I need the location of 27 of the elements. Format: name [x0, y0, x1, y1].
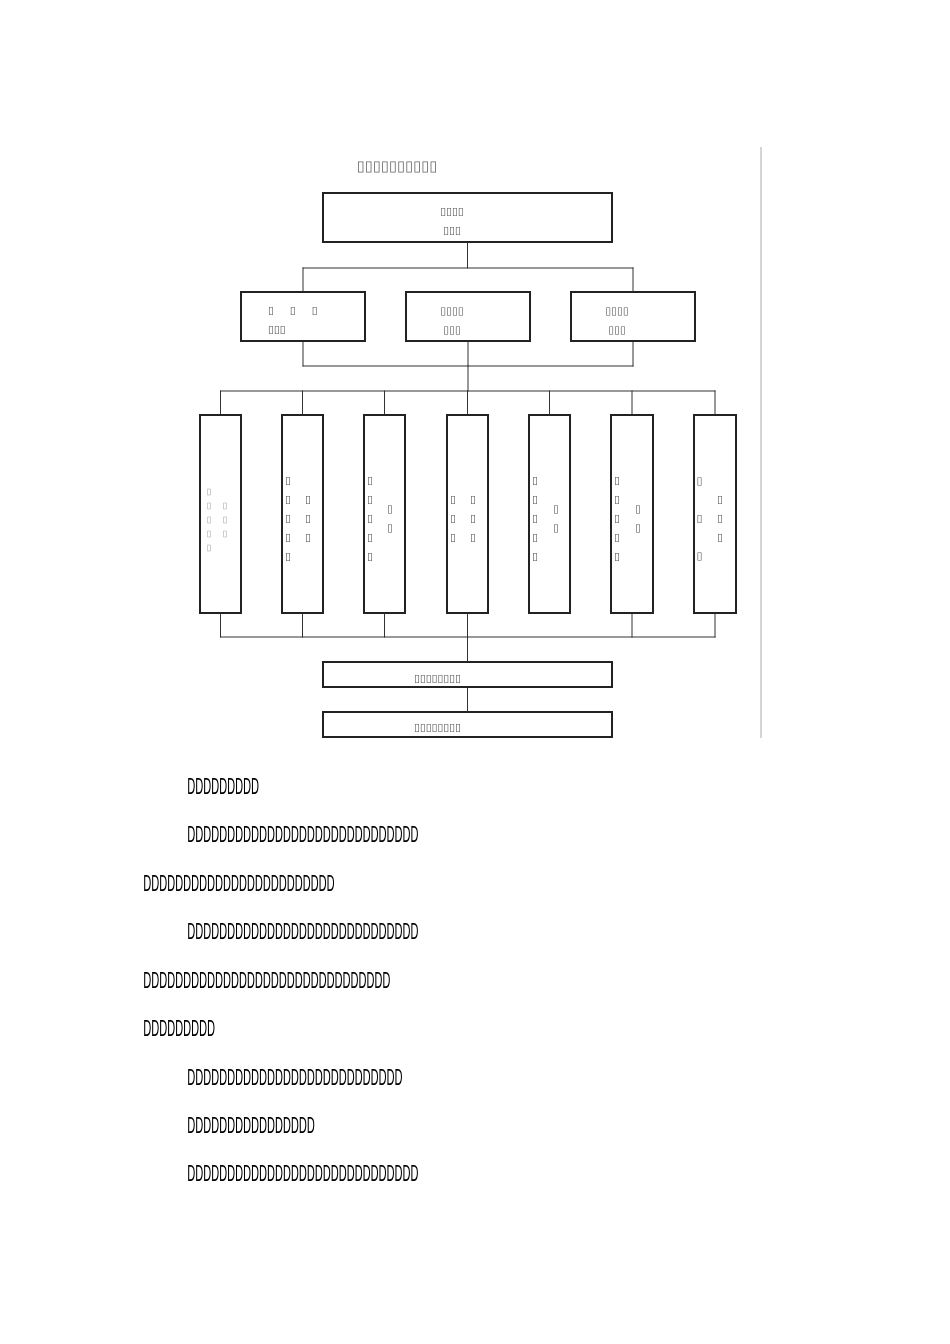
org-box: ▯▯▯▯ ▯▯▯ [570, 291, 696, 342]
vertical-text-box: ▯▯▯▯▯ ▯▯ [528, 414, 571, 614]
vertical-text-box: ▯▯▯▯▯ ▯▯▯ [199, 414, 242, 614]
connector-line [302, 242, 634, 292]
vertical-text-box: ▯▯▯ ▯▯▯ [446, 414, 489, 614]
text-line: DDDDDDDDDDDDDDDD [188, 1117, 315, 1133]
vertical-text-box: ▯ ▯ ▯ ▯▯▯ [693, 414, 737, 614]
org-box: ▯▯▯▯▯▯▯▯ [322, 661, 613, 688]
text-line: DDDDDDDDDDDDDDDDDDDDDDDDDDDDD [188, 923, 418, 939]
vertical-text-box: ▯▯▯▯▯ ▯▯ [610, 414, 654, 614]
text-line: DDDDDDDDDDDDDDDDDDDDDDDDDDDDDDD [144, 972, 390, 988]
org-box: ▯▯▯▯▯▯▯▯ [322, 711, 613, 738]
text-line: DDDDDDDDD [144, 1020, 215, 1036]
org-box: ▯ ▯ ▯ ▯▯▯ [240, 291, 366, 342]
title: ▯▯▯▯▯▯▯▯▯▯ [358, 161, 436, 173]
vertical-text-box: ▯▯▯▯▯ ▯▯▯ [281, 414, 324, 614]
org-box: ▯▯▯▯ ▯▯▯ [405, 291, 531, 342]
text-line: DDDDDDDDDDDDDDDDDDDDDDDDDDDDD [188, 826, 418, 842]
connector-line [220, 341, 716, 415]
text-line: DDDDDDDDDDDDDDDDDDDDDDDDDDD [188, 1069, 402, 1085]
text-line: DDDDDDDDD [188, 778, 259, 794]
vertical-text-box: ▯▯▯▯▯ ▯▯ [363, 414, 406, 614]
text-line: DDDDDDDDDDDDDDDDDDDDDDDDDDDDD [188, 1165, 418, 1181]
connector-line [220, 613, 716, 662]
text-line: DDDDDDDDDDDDDDDDDDDDDDDD [144, 875, 335, 891]
connector-line [467, 687, 468, 712]
org-box: ▯▯▯▯ ▯▯▯ [322, 192, 613, 243]
